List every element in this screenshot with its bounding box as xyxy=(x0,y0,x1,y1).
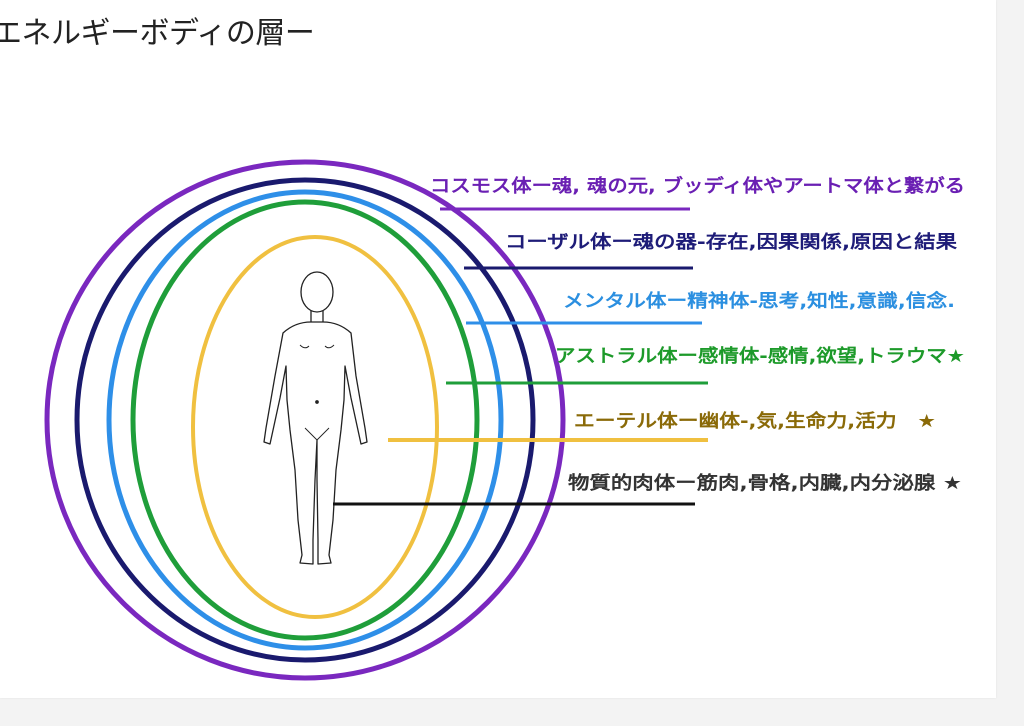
ring-etheric xyxy=(191,235,439,619)
ring-astral xyxy=(130,199,480,641)
ring-cosmos xyxy=(44,159,566,681)
label-mental: メンタル体ー精神体-思考,知性,意識,信念. xyxy=(563,290,955,312)
ring-causal xyxy=(74,177,536,663)
human-figure xyxy=(263,271,368,565)
label-causal: コーザル体ー魂の器-存在,因果関係,原因と結果 xyxy=(505,231,958,253)
page-title: エネルギーボディの層ー xyxy=(0,16,315,51)
label-cosmos: コスモス体ー魂, 魂の元, ブッディ体やアートマ体と繋がる xyxy=(430,175,965,197)
label-physical: 物質的肉体ー筋肉,骨格,内臓,内分泌腺 ★ xyxy=(568,472,962,494)
label-etheric: エーテル体ー幽体-,気,生命力,活力 ★ xyxy=(574,410,936,432)
label-astral: アストラル体ー感情体-感情,欲望,トラウマ★ xyxy=(555,345,965,367)
ring-mental xyxy=(106,189,504,651)
